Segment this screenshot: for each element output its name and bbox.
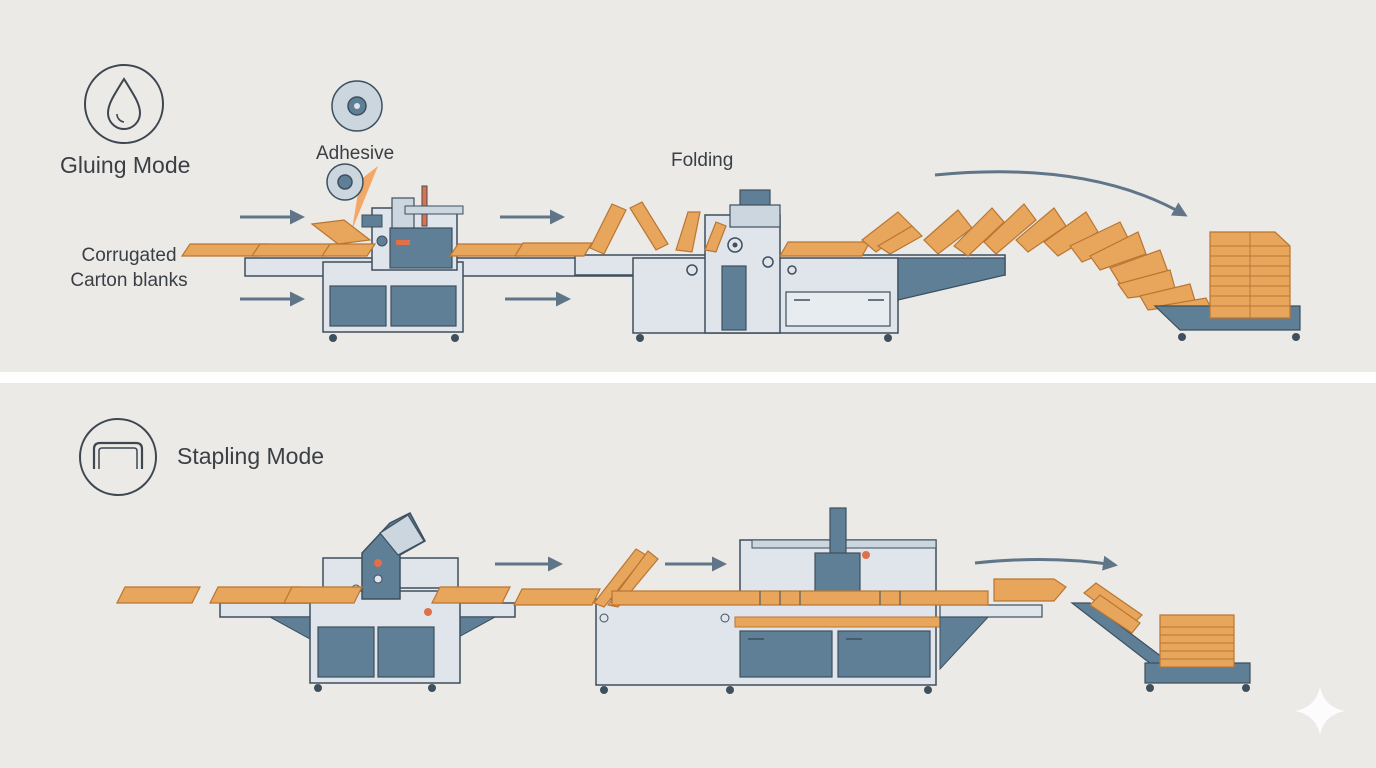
stapling-machine [513,507,1067,694]
water-drop-icon [84,64,164,144]
input-label-line: Carton blanks [70,270,188,291]
carton-blank [116,586,201,604]
folding-label: Folding [671,150,734,171]
adhesive-roll-icon [326,163,378,230]
output-arrow [934,170,1188,217]
gluing-mode-panel: Gluing Mode Corrugated Carton blanks Adh… [0,0,1376,372]
carton-stack [1070,582,1251,692]
stapling-mode-title: Stapling Mode [177,443,325,469]
stapling-mode-panel: Stapling Mode [0,383,1376,768]
gluing-mode-title: Gluing Mode [60,152,191,178]
gluing-diagram [84,64,1301,342]
staple-icon [79,418,157,496]
carton-blank [180,219,530,257]
adhesive-label: Adhesive [316,143,395,164]
stapling-machine [209,512,516,692]
gluing-machine [322,185,464,342]
stapling-diagram [79,418,1345,735]
folding-machine [632,189,1006,342]
output-arrow [974,555,1118,571]
input-label-line: Corrugated [81,245,177,266]
adhesive-roll-icon [331,80,383,132]
carton-stack [1153,231,1301,341]
sparkle-icon [1295,687,1345,735]
input-label: Corrugated Carton blanks [66,243,192,293]
